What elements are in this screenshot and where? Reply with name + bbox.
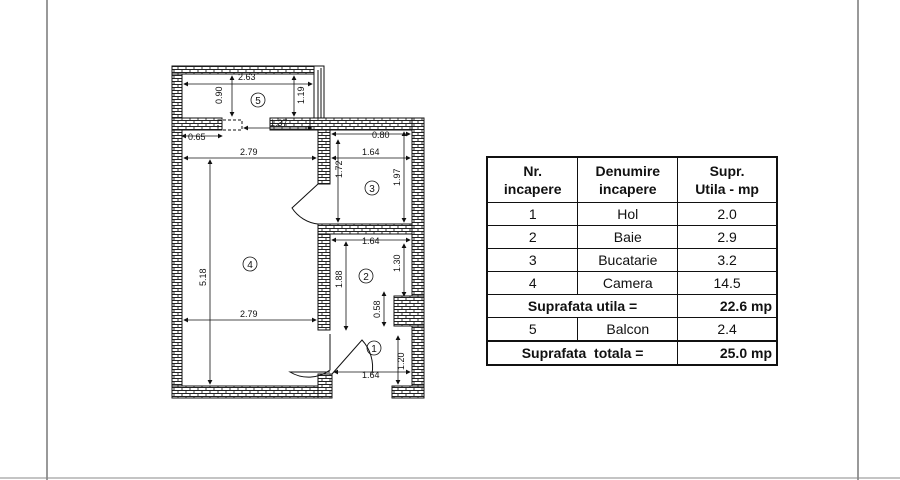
dim-kitchen-depth-right: 1.97 (392, 168, 402, 186)
cell-nr: 3 (486, 248, 579, 272)
cell-name: Hol (577, 202, 679, 226)
dim-bath-width: 1.64 (362, 236, 380, 246)
header-area-line2: Utila - mp (695, 181, 759, 197)
cell-name: Bucatarie (577, 248, 679, 272)
cell-nr: 1 (486, 202, 579, 226)
cell-nr: 2 (486, 225, 579, 249)
dim-hall-width: 1.64 (362, 370, 380, 380)
header-name-line1: Denumire (595, 163, 661, 179)
header-nr: Nr. incapere (486, 156, 579, 203)
dim-kitchen-door-offset: 0.80 (372, 130, 390, 140)
dim-wall-offset: 0.65 (188, 132, 206, 142)
dim-camera-width-top: 2.79 (240, 147, 258, 157)
walls (171, 65, 425, 399)
dim-camera-length: 5.18 (198, 268, 208, 286)
table-row: 4 Camera 14.5 (486, 271, 778, 295)
useful-area-label: Suprafata utila = (486, 294, 679, 318)
dim-hall-depth: 1.20 (396, 352, 406, 370)
room-area-table: Nr. incapere Denumire incapere Supr. Uti… (486, 156, 778, 366)
cell-area: 2.9 (677, 225, 778, 249)
total-area-row: Suprafata totala = 25.0 mp (486, 340, 778, 366)
cell-name: Balcon (577, 317, 679, 342)
header-name: Denumire incapere (577, 156, 679, 203)
header-name-line2: incapere (599, 181, 657, 197)
header-area: Supr. Utila - mp (677, 156, 778, 203)
table-row: 2 Baie 2.9 (486, 225, 778, 249)
cell-area: 2.0 (677, 202, 778, 226)
dim-bath-depth-right: 1.30 (392, 254, 402, 272)
dim-kitchen-width: 1.64 (362, 147, 380, 157)
cell-nr: 5 (486, 317, 579, 342)
dim-camera-width-mid: 2.79 (240, 309, 258, 319)
total-area-value: 25.0 mp (677, 340, 778, 366)
table-header-row: Nr. incapere Denumire incapere Supr. Uti… (486, 156, 778, 203)
dim-kitchen-depth-left: 1.72 (334, 160, 344, 178)
room-label-3: 3 (369, 184, 375, 195)
cell-name: Baie (577, 225, 679, 249)
room-label-1: 1 (371, 344, 377, 355)
useful-area-value: 22.6 mp (677, 294, 778, 318)
header-area-line1: Supr. (709, 163, 745, 179)
dimension-lines (181, 75, 411, 385)
room-marker-2: 2 (358, 268, 374, 284)
dim-balcony-width: 2.63 (238, 72, 256, 82)
dim-bath-depth-left: 1.88 (334, 270, 344, 288)
room-label-4: 4 (247, 260, 253, 271)
room-marker-1: 1 (366, 340, 382, 356)
balcony-row: 5 Balcon 2.4 (486, 317, 778, 342)
total-area-label: Suprafata totala = (486, 340, 679, 366)
dim-balcony-depth-right: 1.19 (296, 86, 306, 104)
dim-balcony-door: 1.37 (270, 118, 288, 128)
header-nr-line2: incapere (503, 181, 562, 197)
dim-balcony-depth-left: 0.90 (214, 86, 224, 104)
room-marker-4: 4 (242, 256, 258, 272)
cell-area: 14.5 (677, 271, 778, 295)
room-label-5: 5 (255, 96, 261, 107)
room-marker-5: 5 (250, 92, 266, 108)
cell-name: Camera (577, 271, 679, 295)
room-marker-3: 3 (364, 180, 380, 196)
header-nr-line1: Nr. (523, 163, 543, 179)
cell-area: 3.2 (677, 248, 778, 272)
cell-nr: 4 (486, 271, 579, 295)
room-label-2: 2 (363, 272, 369, 283)
table-row: 3 Bucatarie 3.2 (486, 248, 778, 272)
useful-area-row: Suprafata utila = 22.6 mp (486, 294, 778, 318)
door-swings (217, 119, 374, 378)
dim-bath-offset: 0.58 (372, 300, 382, 318)
table-row: 1 Hol 2.0 (486, 202, 778, 226)
cell-area: 2.4 (677, 317, 778, 342)
